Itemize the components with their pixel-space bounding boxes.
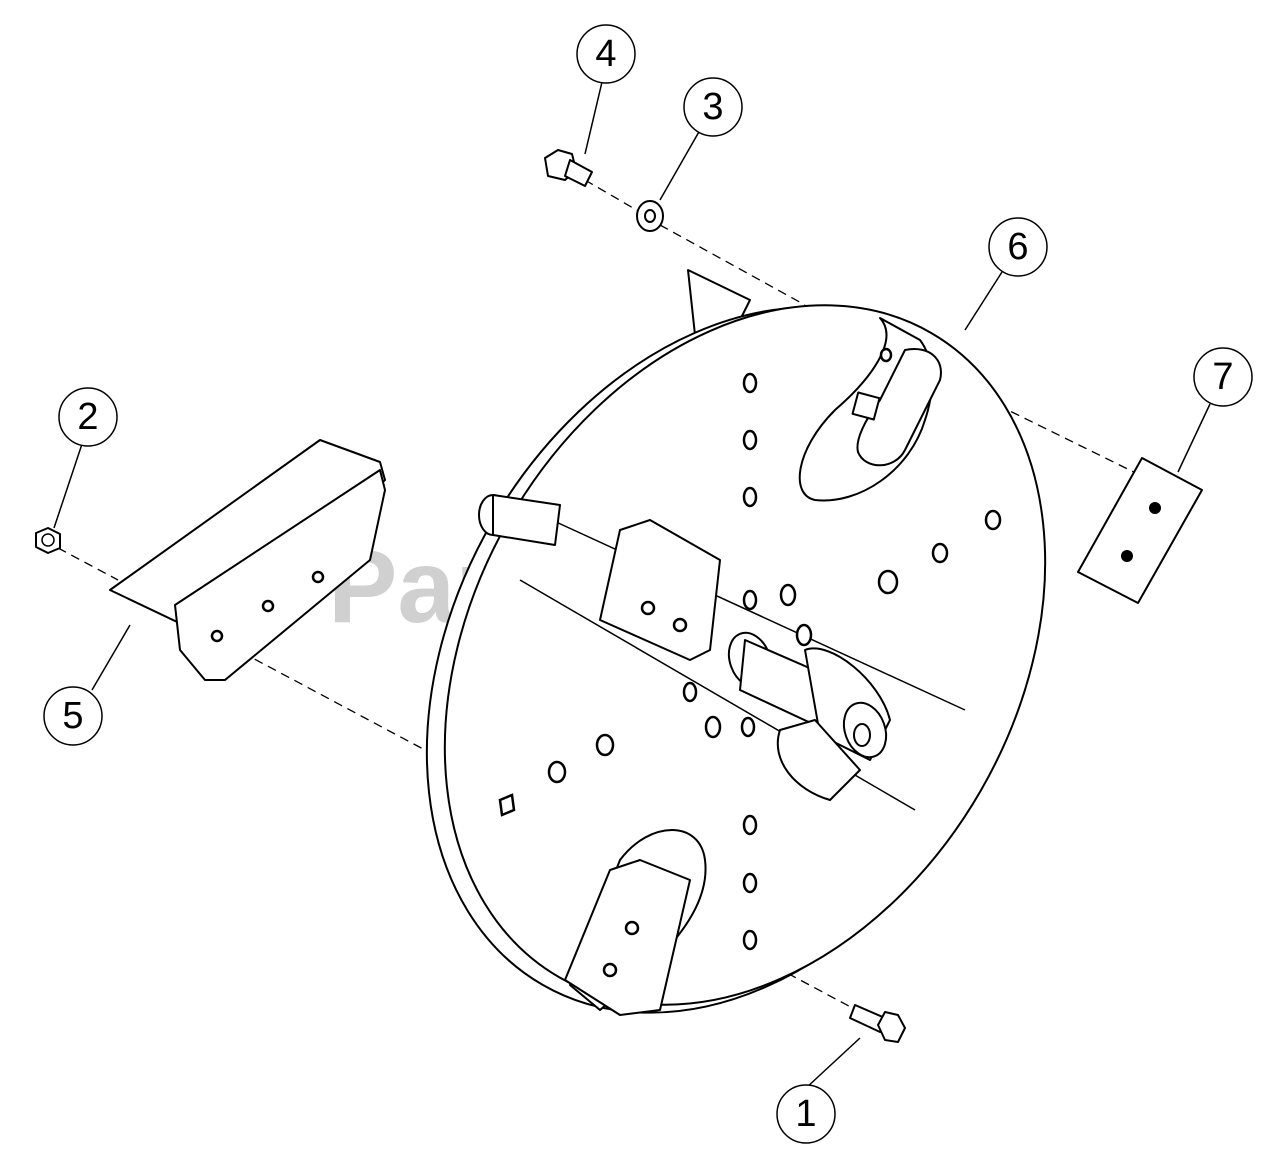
washer-part-3 bbox=[636, 200, 664, 232]
callout-3[interactable]: 3 bbox=[683, 77, 743, 137]
callout-6[interactable]: 6 bbox=[988, 217, 1048, 277]
callout-1[interactable]: 1 bbox=[776, 1084, 836, 1144]
callout-7-label: 7 bbox=[1212, 356, 1233, 398]
plate-part-7 bbox=[1077, 457, 1203, 604]
callout-5-label: 5 bbox=[62, 695, 83, 737]
nut-part-2 bbox=[35, 527, 61, 554]
leader-lines bbox=[53, 81, 1211, 1089]
callout-2[interactable]: 2 bbox=[58, 387, 118, 447]
callout-5[interactable]: 5 bbox=[43, 686, 103, 746]
callout-4[interactable]: 4 bbox=[576, 24, 636, 84]
disc-holes bbox=[498, 347, 1002, 951]
callout-2-label: 2 bbox=[77, 396, 98, 438]
callout-7[interactable]: 7 bbox=[1193, 347, 1253, 407]
callout-3-label: 3 bbox=[702, 86, 723, 128]
callout-6-label: 6 bbox=[1007, 226, 1028, 268]
disc-assembly-part-6 bbox=[425, 269, 1047, 1016]
bolt-part-4 bbox=[544, 149, 593, 187]
bolt-part-1 bbox=[849, 1004, 906, 1043]
callout-1-label: 1 bbox=[795, 1093, 816, 1135]
blade-part-5 bbox=[109, 439, 386, 681]
callout-4-label: 4 bbox=[595, 33, 616, 75]
